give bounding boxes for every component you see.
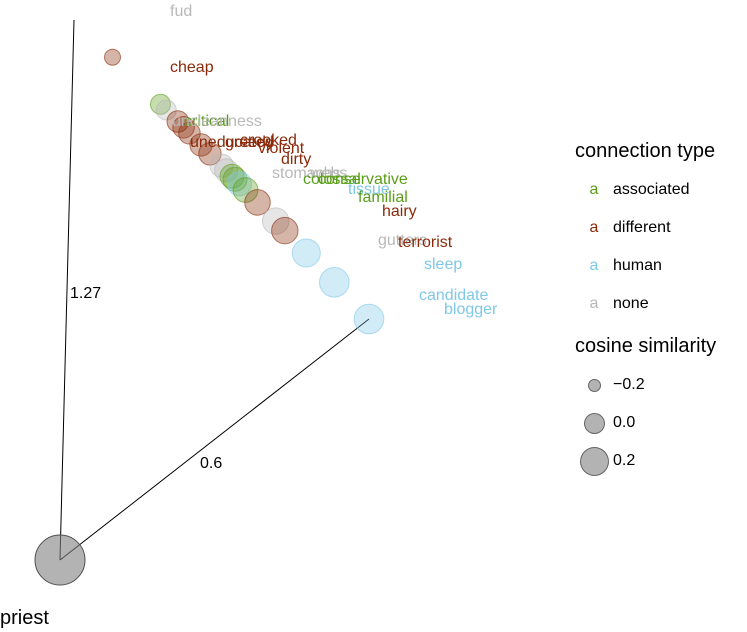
axis-label-2: 0.6 xyxy=(200,455,222,472)
point-blogger xyxy=(353,303,385,335)
point-label-crooked: crooked xyxy=(240,132,297,149)
point-label-conservative: conservative xyxy=(318,171,408,188)
point-label-critical: critical xyxy=(184,113,229,130)
point-label-gutters: gutters xyxy=(378,232,427,249)
legend-label-human: human xyxy=(613,257,662,274)
legend-title-connection-type: connection type xyxy=(575,140,716,162)
point-hairy xyxy=(244,189,271,216)
point-stomachs xyxy=(209,153,234,178)
point-colossal xyxy=(219,163,245,189)
point-label-sleep: sleep xyxy=(424,256,462,273)
point-label-tissue: tissue xyxy=(348,181,390,198)
legend-key-none: a xyxy=(589,295,599,312)
point-label-colossal: colossal xyxy=(303,171,361,188)
legend-title-cosine-similarity: cosine similarity xyxy=(575,335,717,357)
point-label-cheap: cheap xyxy=(170,59,214,76)
legend-size-item-zero: 0.0 xyxy=(575,404,747,442)
point-terrorist xyxy=(271,216,299,245)
point-label-terrorist: terrorist xyxy=(398,234,453,251)
axis-line-1 xyxy=(59,19,75,561)
axis-label-1: 1.27 xyxy=(70,285,101,302)
point-critical xyxy=(150,93,171,115)
legend-item-human: a human xyxy=(575,247,747,285)
point-label-dirty: dirty xyxy=(281,151,311,168)
legend-label-none: none xyxy=(613,295,649,312)
point-violent xyxy=(189,133,213,157)
point-candidate xyxy=(319,267,350,298)
legend-key-associated: a xyxy=(589,181,599,198)
point-conservative xyxy=(222,166,248,192)
legend-label-associated: associated xyxy=(613,181,690,198)
legend-size-circle-neg xyxy=(587,378,601,392)
legend-size-item-neg: −0.2 xyxy=(575,366,747,404)
point-label-hairy: hairy xyxy=(382,203,417,220)
point-label-candidate: candidate xyxy=(419,287,488,304)
legend-label-different: different xyxy=(613,219,671,236)
anchor-point xyxy=(34,534,86,586)
point-cheap xyxy=(104,48,121,66)
point-crooked xyxy=(178,121,201,145)
point-uncleanness xyxy=(155,99,177,121)
point-label-greedy: greedy xyxy=(225,134,274,151)
legend-size-label-neg: −0.2 xyxy=(613,376,645,393)
point-label-stomachs: stomachs xyxy=(272,165,340,182)
point-label-webs: webs xyxy=(309,165,347,182)
axis-line-2 xyxy=(59,318,370,561)
point-label-blogger: blogger xyxy=(444,301,498,318)
anchor-label: priest xyxy=(0,607,49,629)
point-label-uncleanness: uncleanness xyxy=(172,113,262,130)
point-sleep xyxy=(291,238,321,268)
legend-size-item-pos: 0.2 xyxy=(575,442,747,480)
point-label-uneducated: uneducated xyxy=(190,134,274,151)
chart-legend: connection type a associated a different… xyxy=(575,140,747,480)
legend-size-circle-zero xyxy=(583,412,605,434)
legend-key-human: a xyxy=(589,257,599,274)
legend-size-label-pos: 0.2 xyxy=(613,452,636,469)
legend-key-different: a xyxy=(589,219,599,236)
legend-item-different: a different xyxy=(575,209,747,247)
legend-item-none: a none xyxy=(575,285,747,323)
point-label-familial: familial xyxy=(358,189,408,206)
point-label-violent: violent xyxy=(258,140,305,157)
legend-size-label-zero: 0.0 xyxy=(613,414,636,431)
legend-size-circle-pos xyxy=(579,446,609,476)
legend-item-associated: a associated xyxy=(575,171,747,209)
point-label-fud: fud xyxy=(170,3,192,20)
